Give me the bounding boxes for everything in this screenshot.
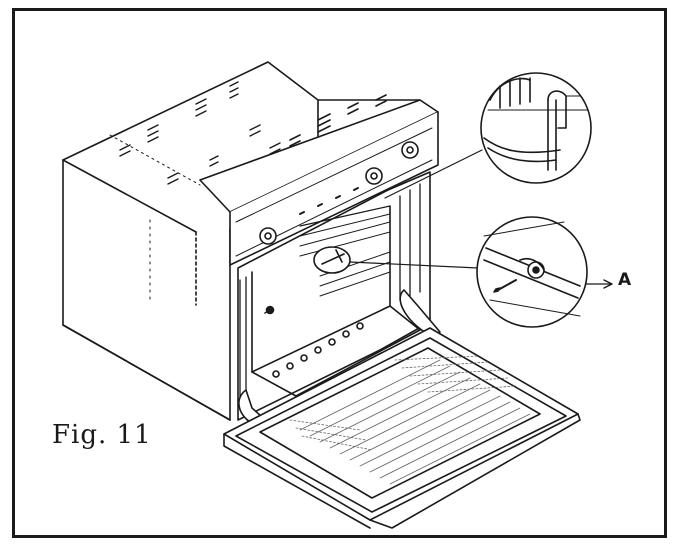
oven-door-open [223,327,581,529]
shelf-runners [239,183,421,411]
door-glass-texture [289,355,531,485]
detail-circle-hook [480,72,592,184]
figure-frame [12,8,667,538]
callout-label-a: A [618,270,632,290]
figure-caption: Fig. 11 [52,420,152,450]
door-frame-buttons [272,322,364,378]
control-panel [199,94,439,266]
detail-marker-circle [313,246,351,274]
leader-lines [349,149,613,289]
control-knobs [259,141,419,245]
detail-circle-screw [476,216,588,328]
oven-cavity [237,171,431,421]
